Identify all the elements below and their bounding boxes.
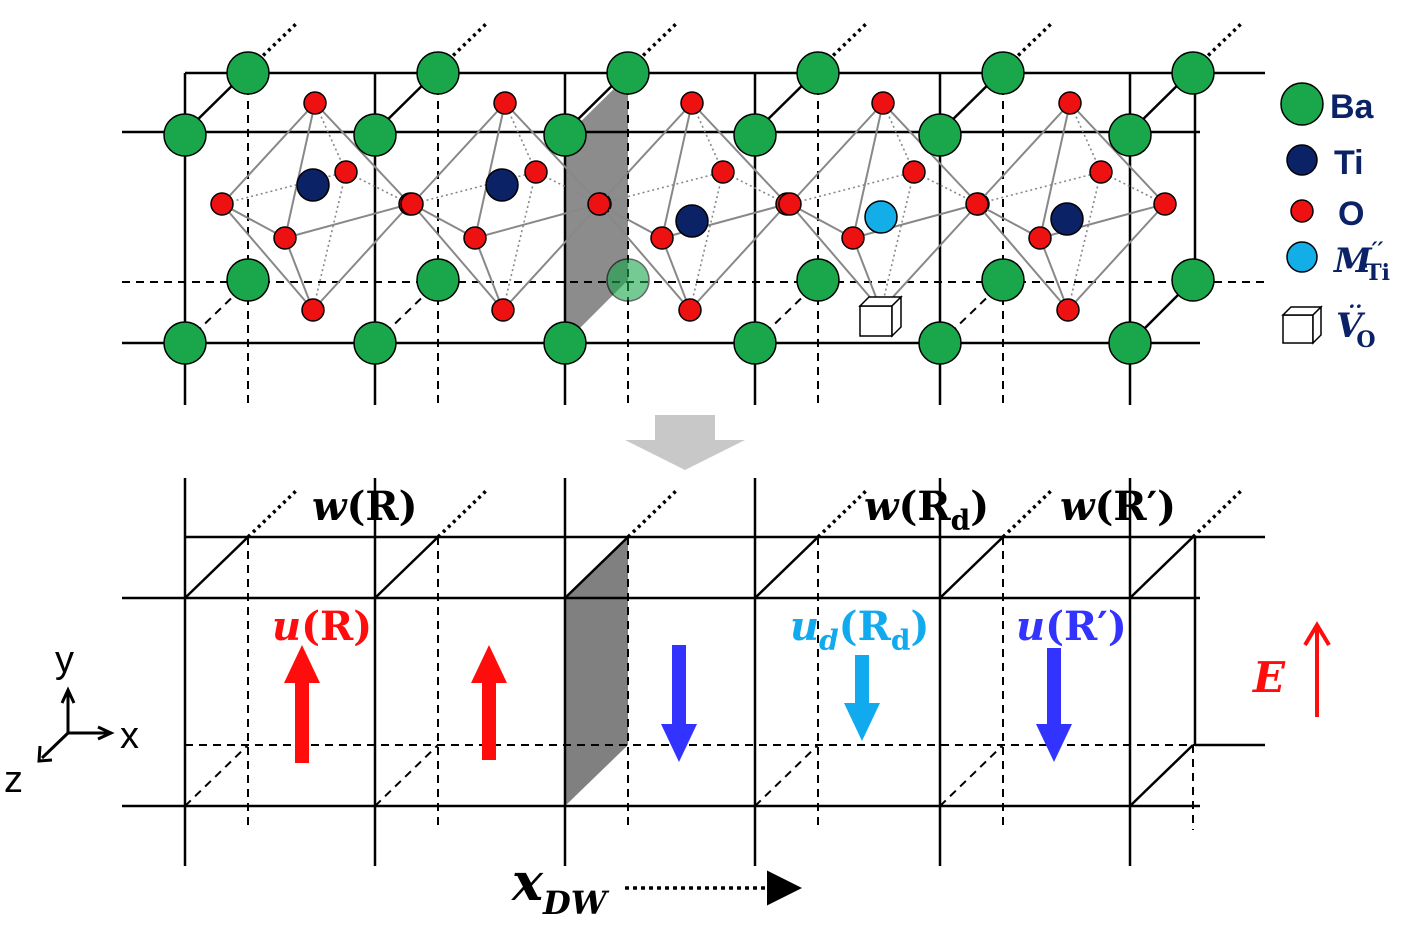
barium-atom [1108, 113, 1152, 157]
oxygen-atom [680, 91, 704, 115]
barium-atom [796, 51, 840, 95]
legend-m-marker [1286, 241, 1318, 273]
octahedron-3 [587, 91, 799, 322]
barium-atom [226, 51, 270, 95]
oxygen-atom [902, 160, 926, 184]
axis-y-label: y [55, 639, 74, 681]
legend-ba-label: Ba [1330, 88, 1375, 126]
barium-atom [733, 113, 777, 157]
oxygen-vacancy-cube [858, 295, 903, 338]
grid-edges-bottom [122, 478, 1265, 866]
barium-atom [416, 258, 460, 302]
barium-atom [796, 258, 840, 302]
barium-atom [353, 321, 397, 365]
oxygen-atom [678, 298, 702, 322]
legend-ba-marker [1280, 82, 1324, 126]
oxygen-atom [1028, 226, 1052, 250]
oxygen-atom [1058, 91, 1082, 115]
barium-atom [353, 113, 397, 157]
oxygen-atom [334, 160, 358, 184]
coordinate-axes [37, 686, 115, 763]
legend-ti-marker [1286, 144, 1318, 176]
oxygen-atom [778, 192, 802, 216]
label-w-r: w(R) [312, 483, 418, 530]
titanium-atom [296, 168, 330, 202]
label-u-r: u(R) [272, 603, 372, 650]
axis-x-label: x [120, 715, 139, 757]
axis-z-label: z [4, 759, 23, 801]
continuum-model-panel: w(R) w(Rd) w(R′) u(R) ud(Rd) u(R′) [4, 478, 1331, 922]
oxygen-atom [303, 91, 327, 115]
depth-dotted-bottom [246, 487, 1245, 539]
label-u-rp: u(R′) [1016, 603, 1127, 650]
legend: Ba Ti O M′′Ti V··O [1280, 82, 1390, 353]
barium-atom [981, 258, 1025, 302]
barium-atom [226, 258, 270, 302]
polarization-up-arrow-1 [284, 645, 320, 763]
barium-atom [606, 258, 650, 302]
oxygen-atom [965, 192, 989, 216]
legend-o-label: O [1338, 195, 1364, 233]
legend-ti-label: Ti [1334, 144, 1364, 182]
e-field-arrow [1303, 621, 1331, 717]
barium-atom [918, 113, 962, 157]
barium-atom [1108, 321, 1152, 365]
grid-back-edges-bottom [184, 537, 1195, 830]
depth-dotted-top [246, 20, 1245, 72]
barium-atom [163, 321, 207, 365]
oxygen-atom [841, 226, 865, 250]
domain-wall-plane-bottom [565, 537, 628, 806]
legend-vacancy-marker [1281, 305, 1323, 345]
polarization-down-arrow-1 [661, 645, 697, 762]
label-e-field: E [1252, 653, 1286, 702]
legend-m-label: M′′Ti [1333, 238, 1390, 286]
oxygen-atom [1153, 192, 1177, 216]
barium-atom [606, 51, 650, 95]
polarization-defect-arrow [844, 655, 880, 741]
ba-atoms [163, 51, 1215, 365]
polarization-up-arrow-2 [471, 645, 507, 760]
barium-atom [543, 113, 587, 157]
titanium-atom [675, 204, 709, 238]
barium-atom [733, 321, 777, 365]
legend-o-marker [1290, 199, 1314, 223]
oxygen-atom [587, 192, 611, 216]
oxygen-atom [1089, 160, 1113, 184]
oxygen-atom [711, 160, 735, 184]
crystal-lattice-panel [122, 20, 1265, 405]
oxygen-atom [650, 226, 674, 250]
transition-arrow [625, 415, 745, 470]
oxygen-atom [871, 91, 895, 115]
barium-atom [918, 321, 962, 365]
barium-atom [163, 113, 207, 157]
barium-atom [1171, 51, 1215, 95]
dopant-atom [864, 200, 898, 234]
titanium-atom [1050, 202, 1084, 236]
oxygen-atom [210, 192, 234, 216]
barium-atom [981, 51, 1025, 95]
oxygen-atom [273, 226, 297, 250]
barium-atom [416, 51, 460, 95]
label-w-rp: w(R′) [1060, 483, 1176, 530]
polarization-down-arrow-2 [1036, 648, 1072, 762]
oxygen-atom [1056, 298, 1080, 322]
oxygen-atom [400, 192, 424, 216]
barium-atom [1171, 258, 1215, 302]
label-u-rd: ud(Rd) [790, 603, 929, 657]
oxygen-atom [524, 160, 548, 184]
oxygen-atom [491, 298, 515, 322]
legend-vacancy-label: V··O [1336, 294, 1376, 353]
oxygen-atom [493, 91, 517, 115]
oxygen-atom [463, 226, 487, 250]
barium-atom [543, 321, 587, 365]
oxygen-atom [301, 298, 325, 322]
octahedron-5 [965, 91, 1177, 322]
label-x-dw: xDW [511, 852, 610, 922]
titanium-atom [485, 168, 519, 202]
label-w-rd: w(Rd) [864, 483, 989, 537]
